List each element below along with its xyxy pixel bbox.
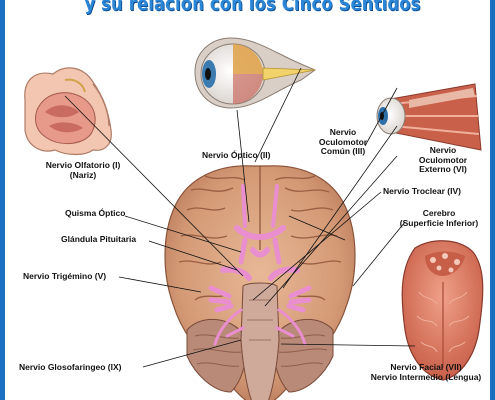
label-facial-line1: Nervio Facial (VII)	[390, 362, 462, 372]
label-oculomotor-comun-line1: Nervio	[329, 127, 357, 137]
label-troclear: Nervio Troclear (IV)	[383, 186, 461, 196]
label-oculomotor-externo-line1: Nervio	[429, 145, 457, 155]
label-olfatorio: Nervio Olfatorio (I) (Nariz)	[23, 160, 143, 180]
label-optico: Nervio Óptico (II)	[202, 150, 271, 160]
brain-illustration	[164, 165, 356, 400]
label-olfatorio-line1: Nervio Olfatorio (I)	[45, 160, 121, 170]
title-banner: y su relación con los Cinco Sentidos	[5, 0, 490, 28]
nose-illustration	[24, 67, 112, 156]
tongue-illustration	[401, 240, 484, 381]
label-glosofaringeo: Nervio Glosofaringeo (IX)	[19, 362, 122, 372]
label-facial-line2: Nervio Intermedio (Lengua)	[370, 371, 482, 382]
label-olfatorio-line2: (Nariz)	[69, 169, 97, 180]
label-trigemino: Nervio Trigémino (V)	[23, 271, 107, 281]
leader-lines	[64, 67, 416, 368]
poster-subtitle: y su relación con los Cinco Sentidos	[84, 0, 421, 15]
label-oculomotor-externo: Nervio Oculomotor Externo (VI)	[403, 145, 483, 175]
label-pituitaria: Glándula Pituitaria	[61, 234, 137, 244]
label-oculomotor-comun-line2: Oculomotor	[318, 136, 368, 147]
label-cerebro: Cerebro (Superficie Inferior)	[393, 208, 485, 228]
label-oculomotor-externo-line3: Externo (VI)	[419, 164, 467, 174]
eye-muscles-illustration	[376, 83, 482, 151]
cranial-nerves	[208, 184, 312, 346]
eye-illustration	[194, 37, 317, 109]
label-facial: Nervio Facial (VII) Nervio Intermedio (L…	[360, 362, 490, 382]
illustration	[24, 37, 484, 400]
label-oculomotor-comun-line3: Común (III)	[320, 146, 366, 156]
label-cerebro-line2: (Superficie Inferior)	[399, 217, 479, 228]
label-quisma: Quisma Óptico	[65, 208, 126, 218]
label-cerebro-line1: Cerebro	[422, 208, 456, 218]
label-oculomotor-externo-line2: Oculomotor	[418, 154, 468, 165]
label-oculomotor-comun: Nervio Oculomotor Común (III)	[303, 127, 383, 157]
